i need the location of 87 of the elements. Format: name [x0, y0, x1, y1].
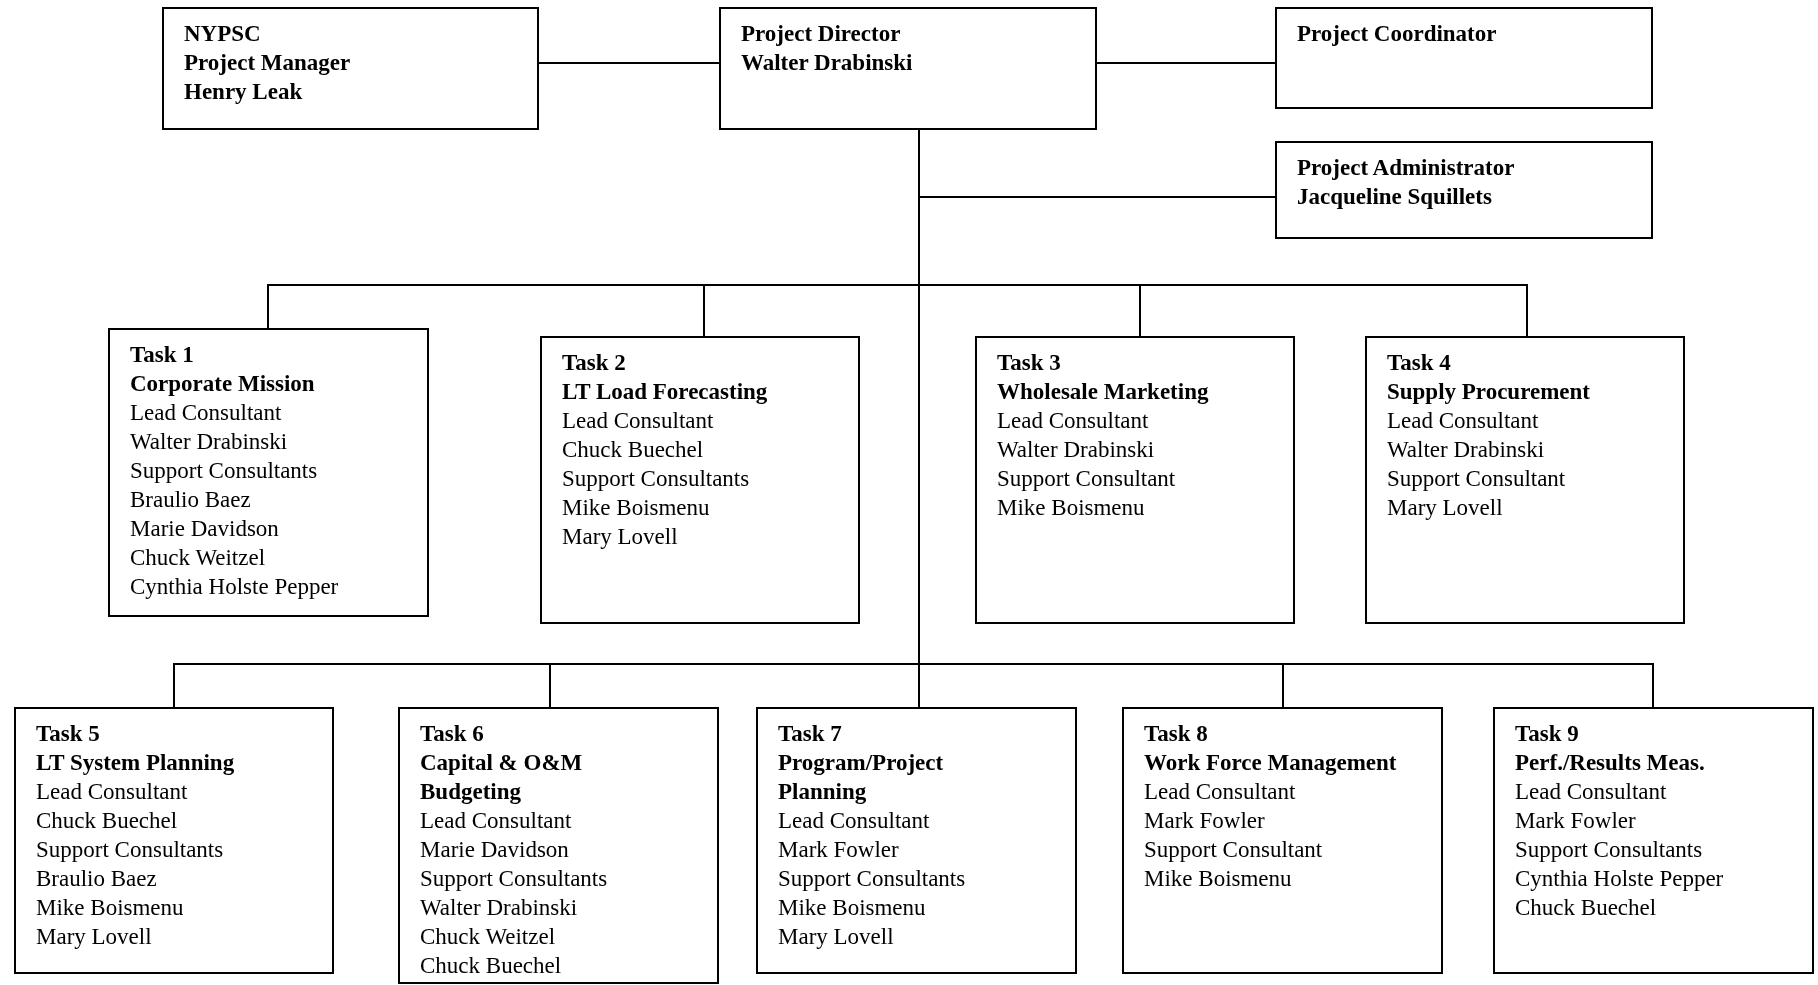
box-text: Cynthia Holste Pepper [1515, 865, 1725, 893]
task-box [1365, 336, 1685, 624]
connector-line [538, 62, 720, 64]
task-box [540, 336, 860, 624]
box-text: Chuck Buechel [1515, 894, 1658, 922]
box-heading: Task 2 [562, 349, 627, 377]
task-box [14, 707, 334, 974]
box-text: Support Consultants [778, 865, 967, 893]
box-subheading: Program/Project Planning [778, 749, 945, 806]
box-subheading: Capital & O&M Budgeting [420, 749, 584, 806]
box-subheading: Perf./Results Meas. [1515, 749, 1706, 777]
box-text: Lead Consultant [420, 807, 573, 835]
box-text: Braulio Baez [130, 486, 252, 514]
box-text: Lead Consultant [562, 407, 715, 435]
task-box [398, 707, 719, 984]
box-text: Support Consultant [997, 465, 1177, 493]
box-heading: Project Administrator [1297, 154, 1516, 182]
box-text: Support Consultants [420, 865, 609, 893]
box-text: Mary Lovell [1387, 494, 1504, 522]
box-heading: Task 8 [1144, 720, 1209, 748]
task-box [1493, 707, 1814, 974]
box-subheading: Wholesale Marketing [997, 378, 1210, 406]
box-text: Support Consultant [1144, 836, 1324, 864]
box-subheading: LT Load Forecasting [562, 378, 769, 406]
box-subheading: Corporate Mission [130, 370, 316, 398]
box-heading: Task 4 [1387, 349, 1452, 377]
box-text: Lead Consultant [1515, 778, 1668, 806]
box-text: Mark Fowler [1144, 807, 1266, 835]
box-subheading: Work Force Management [1144, 749, 1398, 777]
box-heading: NYPSC [184, 20, 262, 48]
box-heading: Task 3 [997, 349, 1062, 377]
box-text: Chuck Weitzel [420, 923, 557, 951]
box-text: Support Consultant [1387, 465, 1567, 493]
box-text: Mark Fowler [1515, 807, 1637, 835]
box-subheading: Project Manager [184, 49, 352, 77]
box-text: Braulio Baez [36, 865, 158, 893]
box-text: Mike Boismenu [778, 894, 927, 922]
box-subheading: LT System Planning [36, 749, 236, 777]
task-box [975, 336, 1295, 624]
box-text: Support Consultants [130, 457, 319, 485]
box-subheading: Jacqueline Squillets [1297, 183, 1493, 211]
task-box [1122, 707, 1443, 974]
box-heading: Task 9 [1515, 720, 1580, 748]
box-subheading: Supply Procurement [1387, 378, 1591, 406]
box-text: Cynthia Holste Pepper [130, 573, 340, 601]
role-box [1275, 7, 1653, 109]
box-text: Chuck Buechel [420, 952, 563, 980]
box-text: Lead Consultant [997, 407, 1150, 435]
box-text: Chuck Buechel [562, 436, 705, 464]
connector-line [1096, 62, 1276, 64]
box-text: Mark Fowler [778, 836, 900, 864]
role-box [1275, 141, 1653, 239]
box-heading: Task 5 [36, 720, 101, 748]
box-subheading: Henry Leak [184, 78, 304, 106]
box-text: Support Consultants [1515, 836, 1704, 864]
box-text: Mike Boismenu [562, 494, 711, 522]
box-text: Support Consultants [562, 465, 751, 493]
box-heading: Project Director [741, 20, 902, 48]
box-text: Walter Drabinski [997, 436, 1156, 464]
box-text: Chuck Weitzel [130, 544, 267, 572]
box-text: Lead Consultant [36, 778, 189, 806]
task-box [756, 707, 1077, 974]
box-subheading: Walter Drabinski [741, 49, 914, 77]
box-text: Walter Drabinski [130, 428, 289, 456]
box-text: Chuck Buechel [36, 807, 179, 835]
box-text: Walter Drabinski [420, 894, 579, 922]
box-heading: Task 1 [130, 341, 195, 369]
box-text: Mike Boismenu [36, 894, 185, 922]
box-heading: Task 7 [778, 720, 843, 748]
role-box [162, 7, 539, 130]
role-box [719, 7, 1097, 130]
box-text: Mike Boismenu [1144, 865, 1293, 893]
box-text: Marie Davidson [420, 836, 570, 864]
box-text: Lead Consultant [778, 807, 931, 835]
box-text: Mary Lovell [36, 923, 153, 951]
box-text: Lead Consultant [1144, 778, 1297, 806]
box-heading: Task 6 [420, 720, 485, 748]
box-text: Mary Lovell [562, 523, 679, 551]
box-text: Mike Boismenu [997, 494, 1146, 522]
box-text: Lead Consultant [130, 399, 283, 427]
box-text: Mary Lovell [778, 923, 895, 951]
box-text: Support Consultants [36, 836, 225, 864]
box-text: Marie Davidson [130, 515, 280, 543]
box-text: Lead Consultant [1387, 407, 1540, 435]
box-text: Walter Drabinski [1387, 436, 1546, 464]
task-box [108, 328, 429, 617]
box-heading: Project Coordinator [1297, 20, 1498, 48]
